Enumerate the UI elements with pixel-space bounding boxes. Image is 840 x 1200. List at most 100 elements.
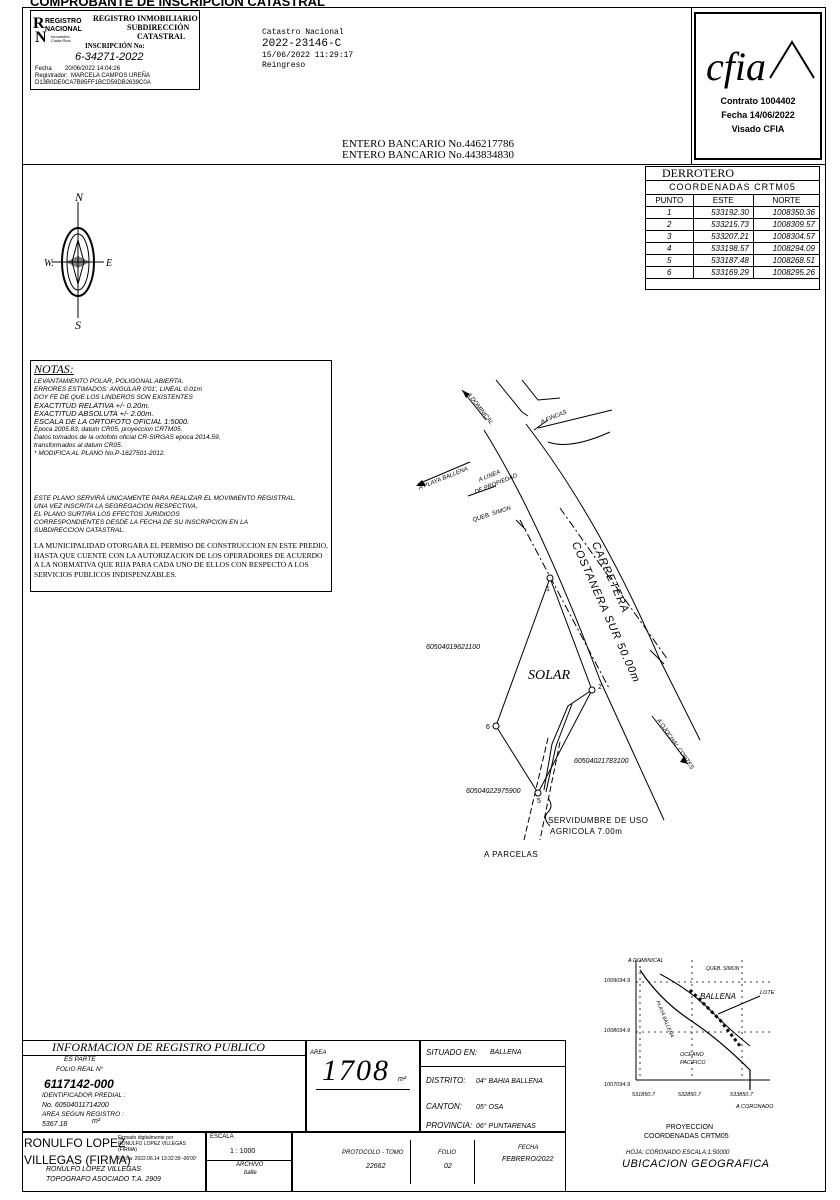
map-north-2: 1008034.9 [604, 1028, 630, 1034]
plan-parcel-b: 60504021783100 [574, 758, 629, 765]
registro-logo-line-4: Costa Rica [51, 38, 71, 43]
signature-topografo: TOPOGRAFO ASOCIADO T.A. 2909 [46, 1176, 161, 1183]
registro-logo-line-3: Inmuebles [51, 34, 70, 39]
map-hoja: HOJA: CORONADO ESCALA:1:50000 [626, 1150, 730, 1156]
catastro-number: 2022-23146-C [262, 38, 342, 50]
compass-e: E [106, 258, 113, 269]
provincia-value: 06° PUNTARENAS [476, 1123, 536, 1130]
cfia-divider [691, 7, 692, 164]
entero-bancario-1: ENTERO BANCARIO No.446217786 [342, 138, 515, 150]
registro-area-label: AREA SEGUN REGISTRO : [42, 1111, 124, 1118]
plan-point-6: 6 [486, 724, 490, 731]
entero-bancario-2: ENTERO BANCARIO No.443834830 [342, 149, 515, 161]
compass-w: W. [44, 258, 54, 269]
map-oceano-2: PACIFICO [680, 1060, 706, 1066]
registro-logo-icon: R N [33, 15, 47, 46]
registro-folio-value: 6117142-000 [44, 1077, 114, 1091]
map-north-1: 1009034.9 [604, 978, 630, 984]
plan-solar-label: SOLAR [528, 668, 570, 683]
stamp-hash: D13B0DE0CA7B85FF1BCD59DB2639C0A [35, 80, 151, 86]
registro-area-value: 5367.18 [42, 1121, 68, 1128]
north-arrow-icon [52, 202, 104, 318]
registro-identificador-value: No. 60504011714200 [42, 1102, 109, 1109]
stamp-fecha-value: 20/06/2022 14:04:26 [65, 66, 121, 72]
protocolo-divider-1 [410, 1140, 411, 1184]
derrotero-subtitle: COORDENADAS CRTM05 [669, 182, 796, 192]
registro-stamp: R N REGISTRO NACIONAL Inmuebles Costa Ri… [30, 10, 200, 90]
map-lote: LOTE [760, 990, 775, 996]
plan-point-5: 5 [537, 798, 541, 805]
registro-folio-real: FOLIO REAL N° [56, 1066, 104, 1073]
plan-point-2: 2 [598, 684, 602, 691]
fecha-value: FEBRERO/2022 [502, 1156, 554, 1163]
cfia-logo-text: cfia [706, 44, 766, 89]
registro-heading-2: SUBDIRECCIÓN [127, 23, 190, 32]
signature-name-1: RONULFO LOPEZ [24, 1136, 126, 1150]
nota-para1-line: CORRESPONDIENTES DESDE LA FECHA DE SU IN… [34, 519, 249, 526]
signature-printed-name: RONULFO LOPEZ VILLEGAS [46, 1166, 141, 1173]
plan-parcel-a: 60504019621100 [426, 644, 480, 651]
map-to-dominical: A DOMINICAL [628, 958, 664, 964]
location-map-drawing [635, 960, 770, 1090]
notas-para-1: ESTE PLANO SERVIRÁ UNICAMENTE PARA REALI… [34, 495, 296, 535]
nota-para1-line: ESTE PLANO SERVIRÁ UNICAMENTE PARA REALI… [34, 495, 296, 502]
notas-box: NOTAS: LEVANTAMIENTO POLAR, POLIGONAL AB… [30, 360, 332, 592]
notas-para-2: LA MUNICIPALIDAD OTORGARA EL PERMISO DE … [34, 541, 328, 579]
area-underline [316, 1089, 410, 1090]
compass-n: N [75, 190, 84, 204]
derrotero-title: DERROTERO [662, 166, 734, 180]
situado-divider [420, 1066, 566, 1067]
situado-value: BALLENA [490, 1049, 522, 1056]
protocolo-label: PROTOCOLO - TOMO [342, 1150, 404, 1156]
notas-title: NOTAS: [34, 362, 74, 376]
cfia-contrato: Contrato 1004402 [720, 96, 796, 106]
nota-para1-line: SUBDIRECCION CATASTRAL. [34, 527, 125, 534]
nota-line: DOY FE DE QUE LOS LINDEROS SON EXISTENTE… [34, 394, 193, 401]
cfia-stamp: cfia Contrato 1004402 Fecha 14/06/2022 V… [694, 12, 822, 160]
nota-line: EXACTITUD RELATIVA +/- 0.20m. [34, 401, 150, 410]
catastro-datetime: 15/06/2022 11:29:17 [262, 51, 354, 60]
folio-value: 02 [444, 1163, 452, 1170]
nota-para1-line: EL PLANO SURTIRA LOS EFECTOS JURIDICOS [34, 511, 180, 518]
registro-logo-line-2: NACIONAL [45, 26, 82, 33]
map-ubicacion: UBICACION GEOGRAFICA [622, 1158, 770, 1170]
map-ballena: BALLENA [700, 992, 737, 1001]
map-proyeccion: PROYECCION [666, 1124, 714, 1131]
escala-value: 1 : 1000 [230, 1148, 256, 1155]
inscripcion-number: 6-34271-2022 [75, 51, 144, 63]
nota-line: EXACTITUD ABSOLUTA +/- 2.00m. [34, 409, 154, 418]
cfia-logo-icon: cfia [706, 40, 815, 89]
location-box [420, 1040, 566, 1132]
canton-value: 05° OSA [476, 1104, 504, 1111]
derrotero-table: DERROTERO COORDENADAS CRTM05 PUNTO ESTE … [645, 166, 821, 290]
registro-heading-3: CATASTRAL [137, 32, 186, 41]
nota-para2-line: SERVICIOS PUBLICOS INDISPENZABLES. [34, 569, 177, 579]
nota-para2-line: LA MUNICIPALIDAD OTORGARA EL PERMISO DE … [34, 541, 328, 550]
registro-area-unit: m² [92, 1118, 101, 1125]
catastro-label: Catastro Nacional [262, 28, 344, 37]
inscripcion-label: INSCRIPCIÓN No: [85, 42, 145, 50]
notas-lines: LEVANTAMIENTO POLAR, POLIGONAL ABIERTA. … [34, 378, 220, 458]
signature-digital-1: Firmado digitalmente por [118, 1135, 174, 1141]
nota-line: transformados al datum CR05. [34, 442, 123, 449]
compass-s: S [75, 318, 81, 332]
map-east-3: 533850.7 [730, 1092, 753, 1098]
escala-box [206, 1132, 292, 1192]
canton-label: CANTON: [426, 1102, 462, 1111]
map-oceano-1: OCEANO [680, 1052, 704, 1058]
derrotero-divider-1 [646, 180, 819, 181]
norte-cell: 1008295.26 [752, 266, 821, 279]
registro-logo-line-1: REGISTRO [45, 18, 82, 25]
nota-line: ERRORES ESTIMADOS: ANGULAR 0'01', LINEAL… [34, 386, 202, 393]
registro-heading-1: REGISTRO INMOBILIARIO [93, 14, 198, 23]
header-divider [22, 164, 826, 165]
page-title: COMPROBANTE DE INSCRIPCION CATASTRAL [30, 0, 325, 9]
fecha-label: FECHA [518, 1145, 539, 1151]
archivo-value: balle [244, 1170, 257, 1176]
nota-line: LEVANTAMIENTO POLAR, POLIGONAL ABIERTA. [34, 378, 184, 385]
cfia-visado: Visado CFIA [731, 124, 785, 134]
